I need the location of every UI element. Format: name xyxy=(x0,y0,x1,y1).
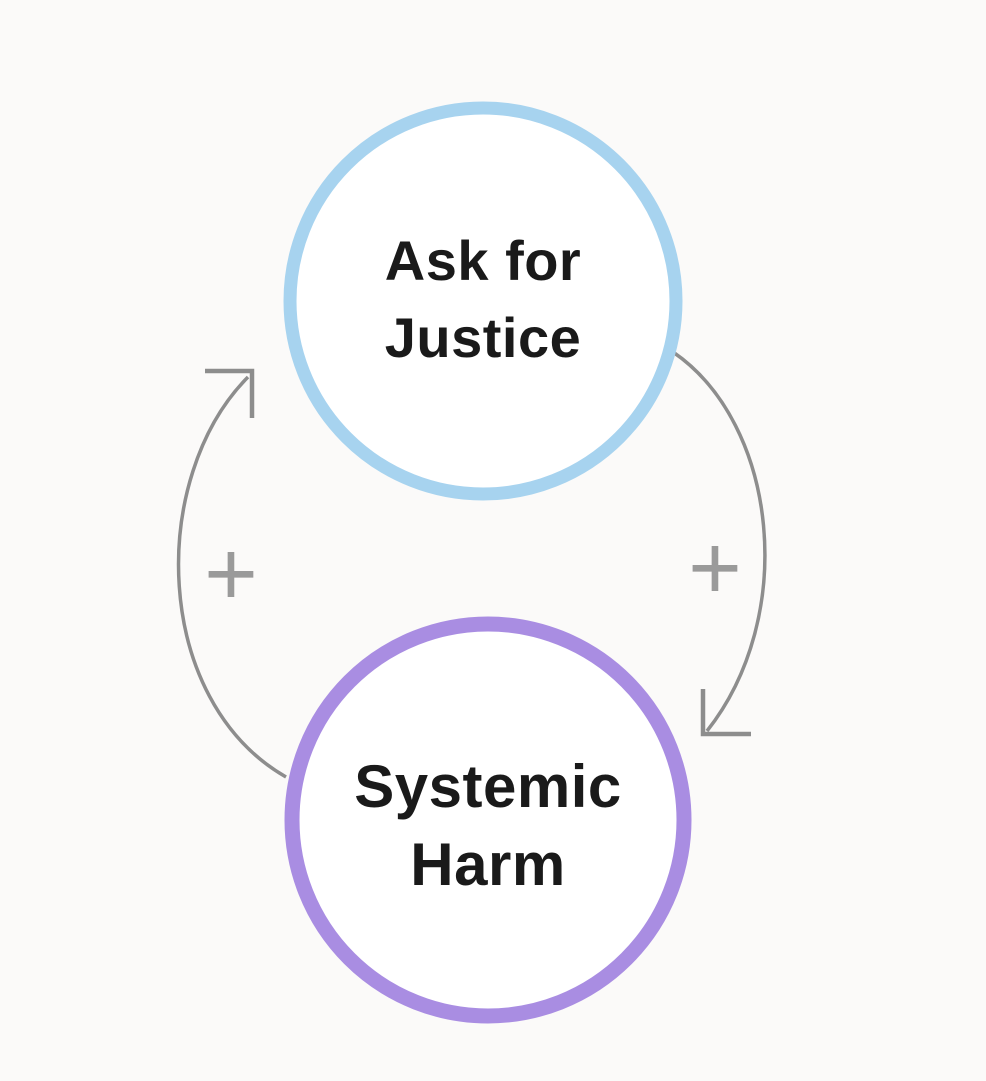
node-label-line: Ask for xyxy=(385,229,581,292)
node-circle-systemic-harm xyxy=(284,616,692,1024)
arrowhead-down-left-icon xyxy=(700,689,751,737)
node-label-line: Harm xyxy=(410,831,565,898)
edge-justice-to-harm: + xyxy=(672,350,767,737)
node-systemic-harm: Systemic Harm xyxy=(284,616,692,1024)
polarity-label-left: + xyxy=(204,523,258,625)
edge-curve-right xyxy=(672,350,767,733)
node-circle-ask-for-justice xyxy=(283,101,683,501)
polarity-label-right: + xyxy=(688,517,742,619)
node-ask-for-justice: Ask for Justice xyxy=(283,101,683,501)
edge-curve-left xyxy=(176,375,287,779)
edge-harm-to-justice: + xyxy=(176,368,287,779)
node-label-line: Justice xyxy=(385,306,582,369)
node-label-line: Systemic xyxy=(354,753,622,820)
arrowhead-up-right-icon xyxy=(205,368,255,418)
